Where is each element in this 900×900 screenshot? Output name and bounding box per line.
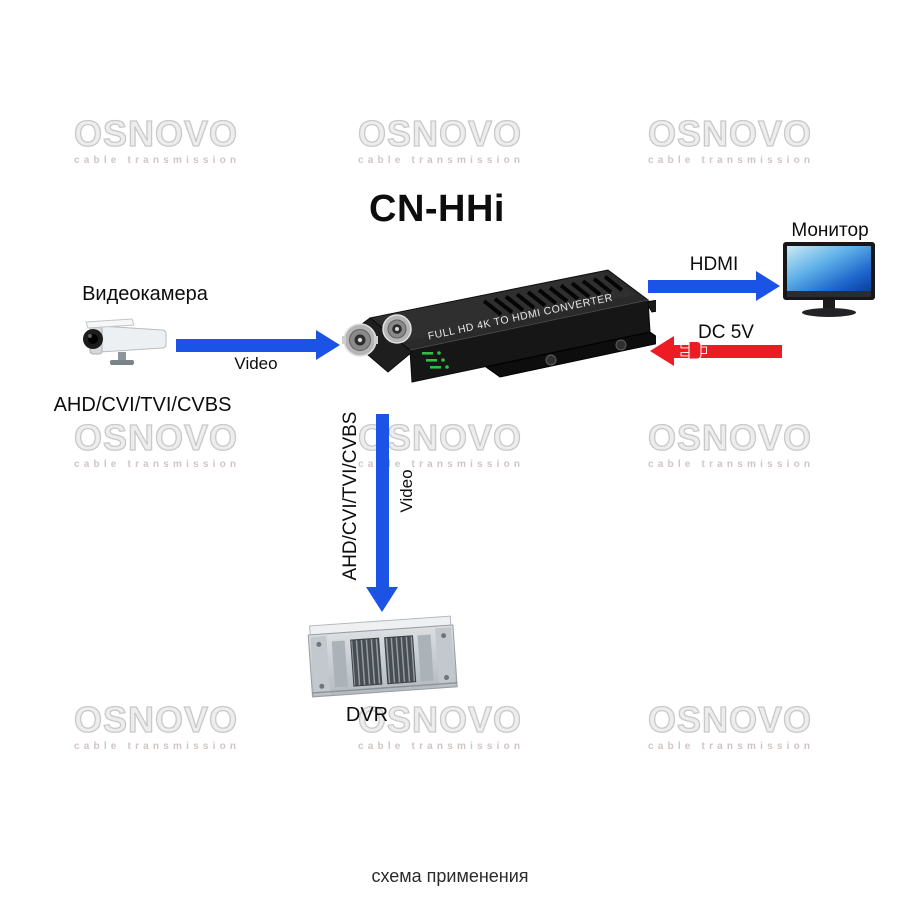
watermark-subtitle: cable transmission (74, 459, 241, 470)
watermark: OSNOVO cable transmission (73, 113, 264, 166)
hdmi-arrow-label: HDMI (689, 254, 739, 275)
monitor-stand (823, 300, 835, 309)
watermark: OSNOVO cable transmission (647, 699, 838, 752)
led-indicators (422, 351, 449, 369)
watermark-subtitle: cable transmission (648, 459, 815, 470)
bnc-connector-icon (382, 314, 412, 344)
arrow-head-icon (366, 587, 398, 612)
watermark-brand: OSNOVO (357, 113, 523, 154)
watermark-brand: OSNOVO (73, 699, 239, 740)
monitor-screen (787, 246, 871, 291)
arrow-head-icon (756, 271, 780, 301)
watermark-subtitle: cable transmission (358, 741, 525, 752)
watermark-brand: OSNOVO (647, 699, 813, 740)
watermark-subtitle: cable transmission (358, 155, 525, 166)
camera-sunshade (85, 318, 135, 329)
watermark-subtitle: cable transmission (648, 155, 815, 166)
camera-body (99, 325, 167, 353)
arrow-shaft (176, 338, 316, 352)
caption: схема применения (371, 866, 529, 886)
dvr-rack-ear (435, 627, 456, 687)
watermark: OSNOVO cable transmission (73, 699, 264, 752)
hdmi-arrow (648, 271, 780, 301)
dc-power-arrow (650, 336, 782, 366)
bnc-connector-icon (342, 323, 378, 357)
down-arrow-video-label: Video (397, 469, 416, 513)
watermark-brand: OSNOVO (647, 113, 813, 154)
vent-slots (482, 275, 624, 317)
dc-power-label: DC 5V (698, 322, 754, 343)
monitor-label: Монитор (791, 220, 869, 241)
camera-formats-label: AHD/CVI/TVI/CVBS (53, 394, 232, 416)
camera-label: Видеокамера (82, 283, 208, 305)
watermark-subtitle: cable transmission (74, 155, 241, 166)
dvr-label: DVR (345, 704, 389, 726)
monitor-base (802, 308, 856, 317)
power-plug-icon (680, 341, 707, 360)
video-arrow-label: Video (234, 354, 278, 373)
watermark-brand: OSNOVO (73, 417, 239, 458)
watermark: OSNOVO cable transmission (73, 417, 264, 470)
dvr-vent-panel (384, 635, 417, 685)
arrow-shaft (648, 279, 756, 293)
arrow-head-icon (316, 330, 340, 360)
watermark-brand: OSNOVO (647, 417, 813, 458)
screw-hole-icon (615, 339, 627, 351)
dvr-rack-ear (310, 635, 331, 695)
arrow-head-icon (650, 336, 674, 366)
watermark-subtitle: cable transmission (74, 741, 241, 752)
down-arrow-formats-label: AHD/CVI/TVI/CVBS (340, 411, 361, 581)
down-video-arrow (366, 414, 398, 612)
watermark: OSNOVO cable transmission (647, 417, 838, 470)
dvr-front-panel (307, 624, 458, 698)
converter-mounting-flange (484, 331, 656, 378)
dvr-vent-panel (350, 637, 383, 687)
watermark-brand: OSNOVO (73, 113, 239, 154)
camera-mount (118, 352, 126, 361)
screw-hole-icon (545, 354, 557, 366)
video-arrow (176, 330, 340, 360)
device-title: CN-HHi (369, 188, 505, 230)
monitor-icon (783, 242, 875, 317)
converter-illustration: FULL HD 4K TO HDMI CONVERTER (342, 269, 656, 383)
watermark: OSNOVO cable transmission (357, 113, 548, 166)
watermark-subtitle: cable transmission (648, 741, 815, 752)
dvr-icon (307, 615, 458, 698)
camera-icon (83, 318, 167, 365)
arrow-shaft (375, 414, 389, 587)
watermark: OSNOVO cable transmission (647, 113, 838, 166)
